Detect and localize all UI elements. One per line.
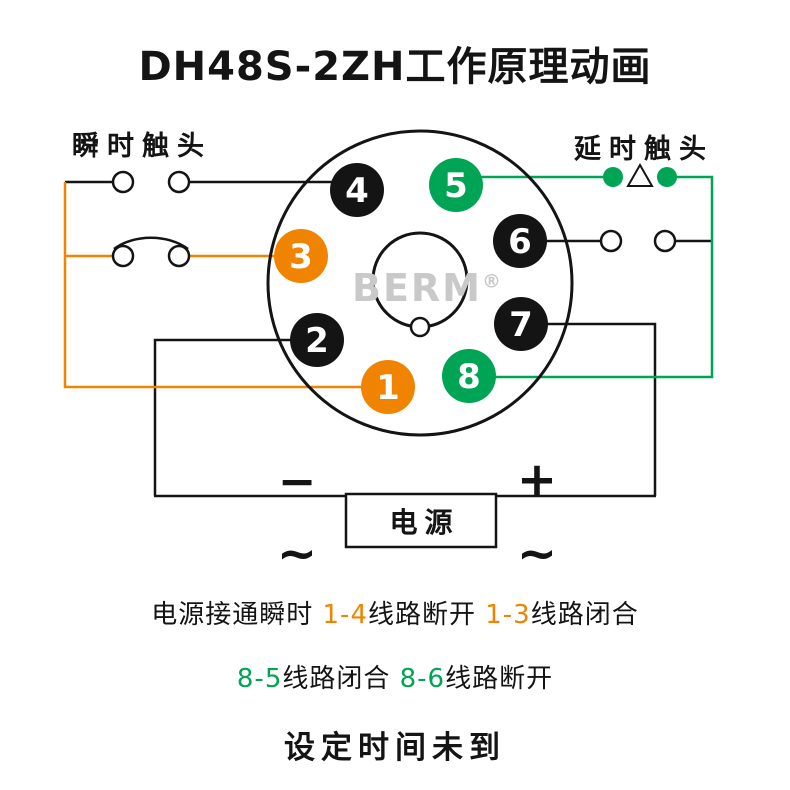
contact-8-6-terminal-left	[599, 229, 623, 253]
polarity-minus-symbol: −	[277, 454, 317, 508]
status-line-2: 8-5线路闭合 8-6线路断开	[0, 658, 790, 695]
status-text: 线路断开	[445, 664, 554, 694]
contact-1-4-terminal-left	[111, 170, 135, 194]
socket-outer-circle	[266, 129, 574, 437]
ac-tilde-left-symbol: ~	[276, 526, 318, 582]
pin-1	[361, 360, 415, 414]
pin-3	[274, 229, 328, 283]
status-circuit-8-6: 8-6	[399, 664, 446, 694]
timer-status-text: 设定时间未到	[284, 730, 506, 766]
pin-4	[330, 163, 384, 217]
label-delayed-contacts: 延时触头	[574, 134, 714, 165]
contact-1-3-closed-bridge	[113, 236, 189, 251]
power-supply-label: 电源	[389, 505, 460, 539]
registered-mark-icon: ®	[482, 270, 503, 293]
status-text: 电源接通瞬时	[151, 600, 323, 630]
socket-keyway-notch	[409, 316, 431, 338]
pin-7	[494, 297, 548, 351]
status-text: 线路断开	[367, 600, 486, 630]
pin-6-number: 6	[508, 222, 532, 262]
contact-8-5-terminal-right	[657, 167, 677, 187]
contact-1-4-terminal-right	[167, 170, 191, 194]
brand-watermark: BERM®	[352, 266, 503, 310]
pin-8	[442, 349, 496, 403]
ac-tilde-right-symbol: ~	[516, 526, 558, 582]
pin-7-number: 7	[509, 305, 533, 345]
status-text: 线路闭合	[282, 664, 400, 694]
status-circuit-1-4: 1-4	[322, 600, 368, 630]
pin-5-number: 5	[444, 166, 468, 206]
label-instant-contacts: 瞬时触头	[72, 131, 212, 162]
contact-1-3-terminal-left	[111, 244, 135, 268]
brand-watermark-text: BERM	[352, 266, 482, 310]
pin-2-number: 2	[305, 321, 329, 361]
delay-triangle-icon	[626, 162, 654, 187]
pin-2	[290, 313, 344, 367]
polarity-plus-symbol: +	[516, 452, 558, 508]
page-title: DH48S-2ZH工作原理动画	[138, 44, 652, 90]
status-circuit-8-5: 8-5	[236, 664, 283, 694]
wire-pin2-to-power-rail	[153, 338, 317, 496]
contact-8-5-terminal-left	[603, 167, 623, 187]
contact-1-3-terminal-right	[167, 244, 191, 268]
status-line-1: 电源接通瞬时 1-4线路断开 1-3线路闭合	[0, 594, 790, 631]
wire-pin1-common-orange	[63, 182, 388, 389]
pin-5	[429, 158, 483, 212]
status-text: 线路闭合	[530, 600, 639, 630]
pin-4-number: 4	[345, 171, 369, 211]
pin-8-number: 8	[457, 357, 481, 397]
pin-1-number: 1	[376, 368, 400, 408]
wire-contact5-to-pin8-green	[469, 175, 714, 379]
power-supply-box	[344, 492, 498, 549]
pin-6	[493, 214, 547, 268]
contact-8-6-terminal-right	[653, 229, 677, 253]
status-circuit-1-3: 1-3	[485, 600, 531, 630]
pin-3-number: 3	[289, 237, 313, 277]
